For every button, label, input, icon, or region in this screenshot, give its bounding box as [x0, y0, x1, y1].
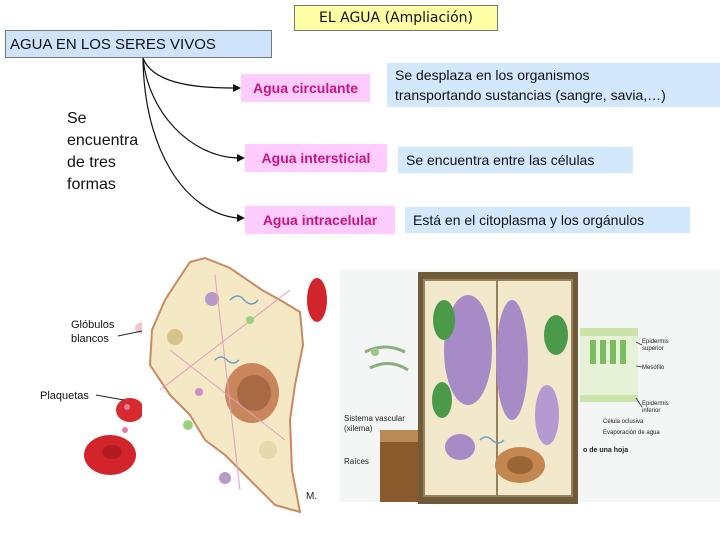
main-topic-box: AGUA EN LOS SERES VIVOS	[5, 30, 272, 58]
label-plaquetas: Plaquetas	[40, 390, 89, 402]
type-circulante-desc: Se desplaza en los organismos transporta…	[387, 63, 720, 107]
label-caption: o de una hoja	[583, 447, 628, 454]
label-epid-inf-1: Epidermis	[642, 401, 669, 407]
type-intracelular-box: Agua intracelular	[245, 206, 395, 234]
label-epid-inf-2: inferior	[642, 408, 660, 414]
label-epid-sup-2: superior	[642, 346, 664, 352]
type-intracelular-desc: Está en el citoplasma y los orgánulos	[405, 207, 690, 233]
animal-cell-illustration	[142, 254, 307, 519]
label-oclusiva: Célula oclusiva	[603, 419, 644, 425]
label-vascular-1: Sistema vascular	[344, 414, 405, 423]
forms-label: Se encuentra de tres formas	[67, 110, 139, 193]
leaf-section-illustration: Epidermis superior Mesófilo Epidermis in…	[580, 328, 669, 454]
label-raices: Raíces	[344, 457, 369, 466]
label-epid-sup-1: Epidermis	[642, 339, 669, 345]
label-mesofilo: Mesófilo	[642, 365, 665, 371]
plant-cell-illustration	[418, 272, 578, 504]
label-globulos-1: Glóbulos	[71, 319, 115, 331]
label-vascular-2: (xilema)	[344, 424, 373, 433]
slide-title: EL AGUA (Ampliación)	[294, 5, 498, 31]
corner-mark: M.	[306, 491, 317, 502]
type-circulante-box: Agua circulante	[241, 74, 370, 102]
type-intersticial-box: Agua intersticial	[245, 144, 387, 172]
type-intersticial-desc: Se encuentra entre las células	[398, 147, 633, 173]
label-evap: Evaporación de agua	[603, 430, 660, 436]
label-globulos-2: blancos	[71, 333, 109, 345]
